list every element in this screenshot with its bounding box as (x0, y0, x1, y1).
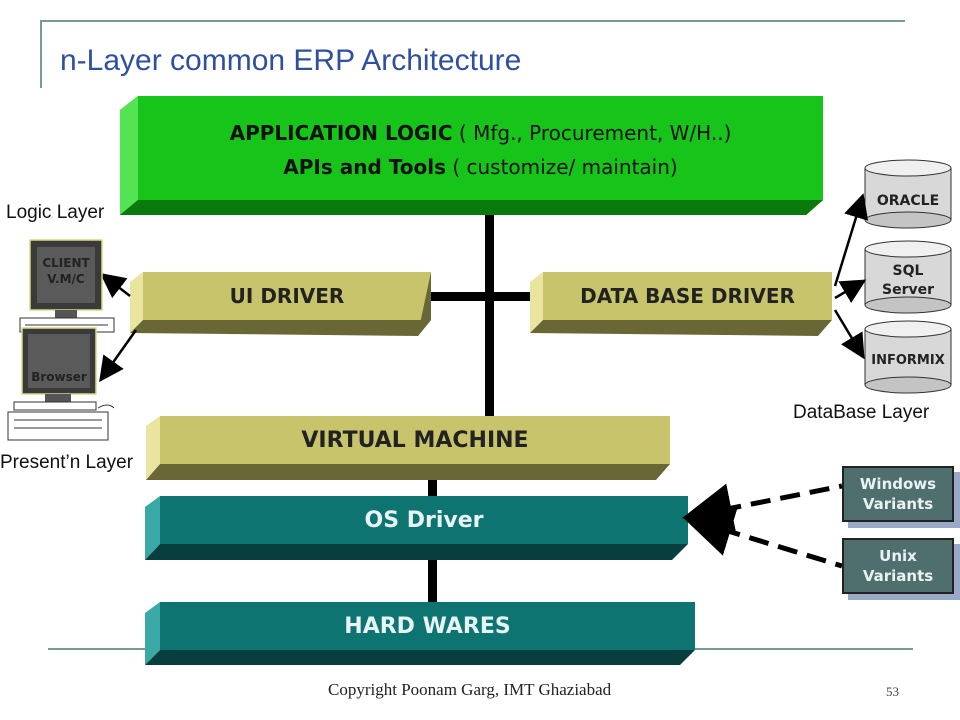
ui-driver-block (130, 272, 431, 336)
arrow-to-informix (833, 309, 865, 360)
sql-server-cylinder (864, 240, 952, 314)
db-driver-block (530, 272, 832, 336)
sql-server-label-line2: Server (881, 282, 934, 298)
slide-title: n-Layer common ERP Architecture (60, 44, 522, 77)
client-computer-icon (19, 239, 115, 333)
apis-tools-detail: ( customize/ maintain) (445, 155, 678, 179)
db-driver-label: DATA BASE DRIVER (580, 284, 795, 308)
sql-server-label: SQL Server (865, 262, 951, 300)
hardware-block (145, 602, 695, 665)
virtual-machine-label: VIRTUAL MACHINE (301, 427, 529, 453)
ui-driver-label: UI DRIVER (229, 284, 345, 308)
arrow-os-unix (682, 507, 843, 569)
database-layer-label: DataBase Layer (793, 402, 930, 423)
sql-server-label-line1: SQL (892, 263, 924, 279)
vm-os-connector (428, 470, 437, 498)
horizontal-connector (430, 292, 535, 301)
arrow-to-client (100, 272, 131, 299)
os-driver-label: OS Driver (364, 507, 484, 533)
application-logic-block (120, 96, 823, 215)
arrow-to-oracle (833, 193, 869, 287)
os-hw-connector (428, 558, 437, 604)
arrow-to-sql-server (834, 279, 867, 303)
application-logic-text: APPLICATION LOGIC ( Mfg., Procurement, W… (138, 116, 823, 184)
unix-variants-box: Unix Variants (842, 538, 954, 594)
browser-computer-icon (7, 327, 115, 441)
informix-cylinder (864, 320, 952, 394)
windows-variants-line2: Variants (862, 495, 934, 513)
windows-variants-line1: Windows (859, 475, 937, 493)
copyright-footer: Copyright Poonam Garg, IMT Ghaziabad (328, 680, 612, 699)
virtual-machine-block (146, 416, 670, 480)
unix-variants-line1: Unix (879, 547, 917, 565)
oracle-cylinder (864, 159, 952, 229)
arrow-os-windows (682, 483, 843, 533)
arrow-to-browser (99, 329, 138, 383)
frame-top-line (40, 20, 905, 22)
client-label: CLIENT V.M/C (37, 255, 95, 287)
browser-label: Browser (31, 370, 87, 384)
oracle-label: ORACLE (876, 193, 940, 209)
application-logic-detail: ( Mfg., Procurement, W/H..) (452, 121, 732, 145)
page-number: 53 (886, 684, 899, 699)
logic-layer-label: Logic Layer (6, 202, 105, 223)
application-logic-heading: APPLICATION LOGIC (229, 121, 453, 145)
unix-variants-line2: Variants (862, 567, 934, 585)
frame-left-line (40, 20, 42, 88)
apis-tools-heading: APIs and Tools (283, 155, 446, 179)
vertical-bus (485, 208, 494, 416)
client-label-line2: V.M/C (47, 272, 85, 286)
informix-label: INFORMIX (871, 353, 945, 368)
windows-variants-box: Windows Variants (842, 466, 954, 522)
client-label-line1: CLIENT (42, 256, 90, 270)
presentation-layer-label: Present’n Layer (0, 452, 134, 473)
hardware-label: HARD WARES (344, 613, 511, 639)
os-driver-block (145, 496, 688, 560)
